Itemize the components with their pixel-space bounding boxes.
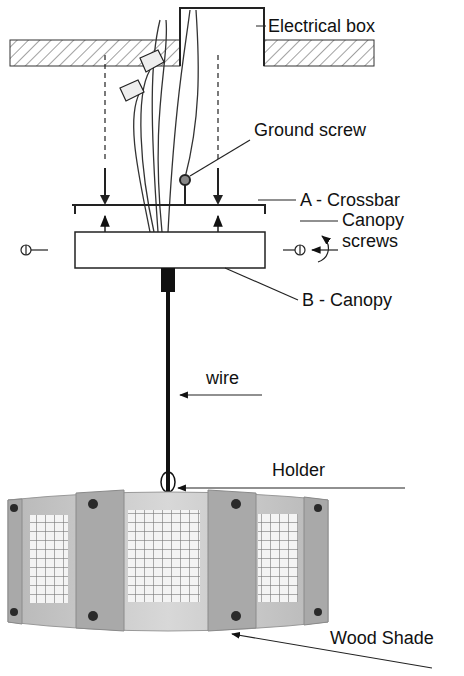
part-label: A - Crossbar <box>300 190 400 211</box>
canopy-stem <box>161 268 175 292</box>
canopy <box>75 232 265 268</box>
mounting-screw-path <box>105 55 218 160</box>
wood-shade <box>8 490 328 631</box>
part-label: Ground screw <box>254 120 366 141</box>
part-label: B - Canopy <box>302 290 392 311</box>
part-label: Canopy screws <box>342 210 452 252</box>
wire-nut <box>120 50 164 101</box>
part-label: Wood Shade <box>330 628 434 649</box>
rotation-arrow <box>318 236 328 262</box>
crossbar <box>72 175 265 214</box>
suspension-wire <box>166 292 170 492</box>
mounting-screw <box>100 168 223 205</box>
leader-line <box>312 249 338 250</box>
canopy-screw <box>21 245 305 255</box>
part-label: Holder <box>272 460 325 481</box>
part-label: wire <box>206 368 239 389</box>
electrical-box <box>180 8 264 66</box>
house-wires <box>134 10 199 232</box>
part-label: Electrical box <box>268 16 375 37</box>
holder <box>161 472 175 492</box>
